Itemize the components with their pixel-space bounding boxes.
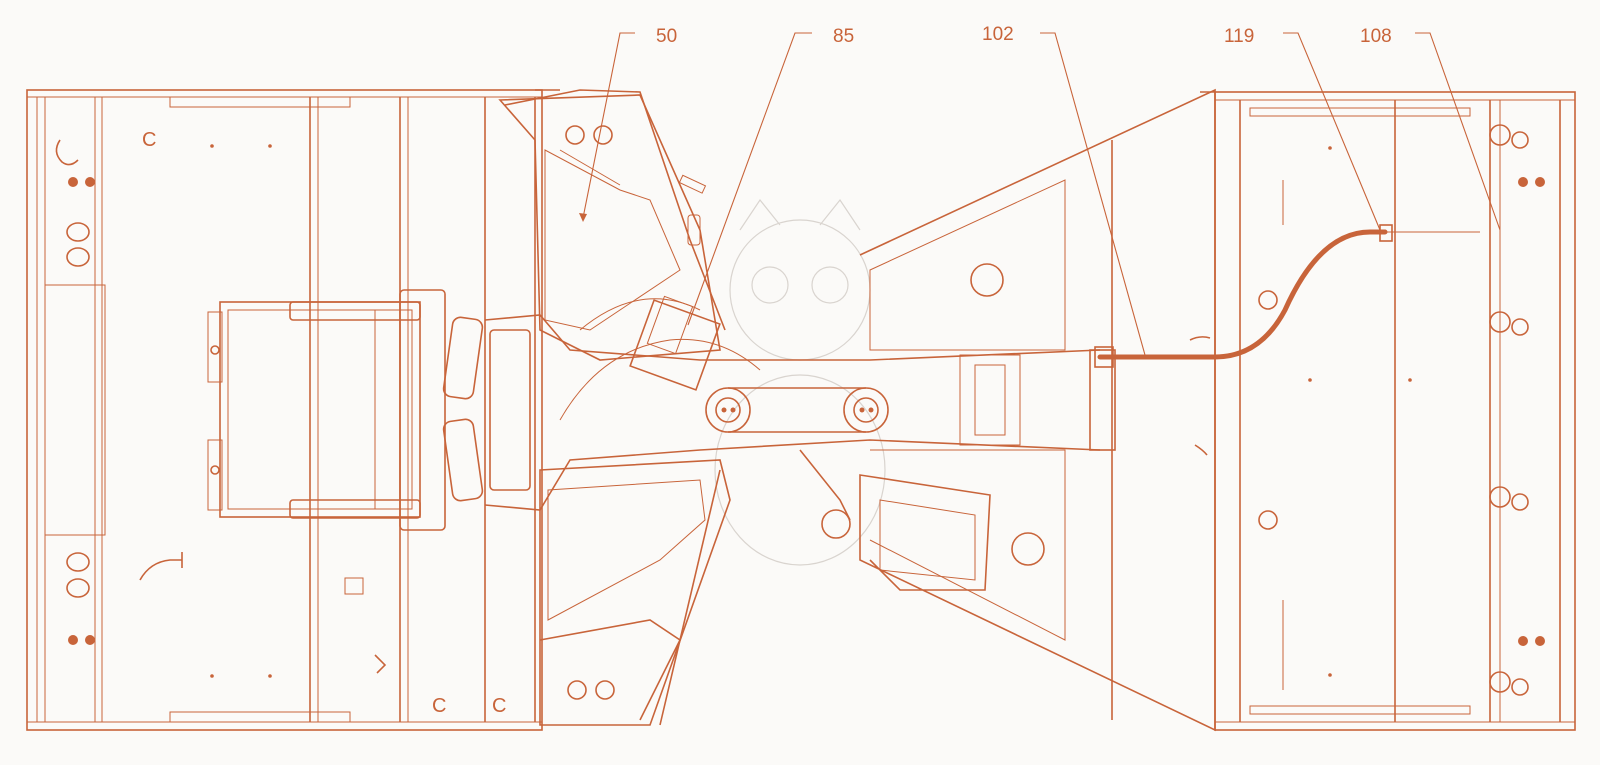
left-frame [26, 89, 543, 731]
callout-leaders [579, 32, 1501, 356]
stamp-c: C [142, 129, 156, 151]
upper-panel [498, 89, 726, 361]
leader-108 [1415, 32, 1501, 231]
lower-panel [539, 459, 731, 726]
leader-119 [1283, 32, 1381, 231]
right-centre-panel [859, 88, 1216, 732]
stamp-c: C [492, 695, 506, 717]
leader-85 [687, 32, 812, 326]
leader-50 [582, 32, 635, 219]
right-frame [1214, 91, 1576, 731]
top-rails [535, 89, 1215, 93]
battery-box [207, 289, 484, 531]
leader-102 [1040, 32, 1146, 356]
callout-108: 108 [1360, 26, 1392, 47]
callout-85: 85 [833, 26, 854, 47]
callout-119: 119 [1224, 26, 1254, 47]
hydraulic-hose [1094, 229, 1388, 368]
stamp-marks: C C C [142, 129, 506, 717]
callout-50: 50 [656, 26, 677, 47]
valve-cluster [1489, 124, 1529, 696]
articulation-joint [484, 295, 1101, 539]
callout-102: 102 [982, 24, 1014, 45]
callout-labels: 50 85 102 119 108 [656, 24, 1392, 47]
stamp-c: C [432, 695, 446, 717]
